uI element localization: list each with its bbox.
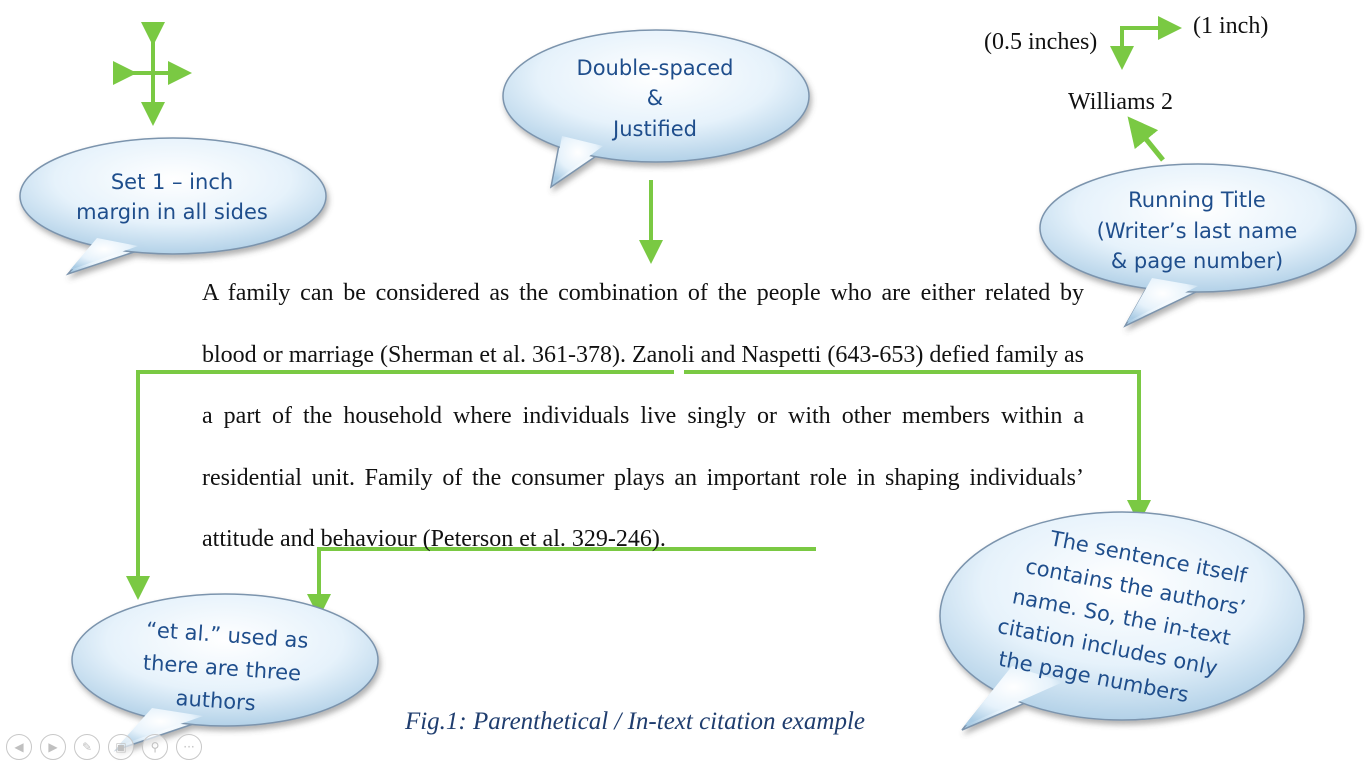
half-inch-label: (0.5 inches) <box>984 29 1097 55</box>
spacing-bubble-line-3: Justified <box>611 117 697 141</box>
margin-bubble <box>19 137 327 276</box>
sentence-connector <box>684 370 1151 524</box>
more-icon[interactable]: ··· <box>176 734 202 760</box>
running-head-text: Williams 2 <box>1068 89 1173 115</box>
margin-cross-icon <box>113 22 192 126</box>
et-al-line-3: authors <box>175 686 257 716</box>
pen-icon[interactable]: ✎ <box>74 734 100 760</box>
et-al-bubble <box>71 593 379 752</box>
running-title-bubble <box>1039 163 1357 328</box>
figure-caption: Fig.1: Parenthetical / In-text citation … <box>404 708 866 735</box>
et-al-connector-lower <box>307 547 816 618</box>
sentence-bubble <box>939 511 1305 731</box>
spacing-bubble-line-2: & <box>647 86 663 110</box>
one-inch-label: (1 inch) <box>1193 13 1268 39</box>
margin-bubble-line-1: Set 1 – inch <box>111 170 233 194</box>
margin-bubble-line-2: margin in all sides <box>76 200 268 224</box>
spacing-bubble-line-1: Double-spaced <box>577 56 734 80</box>
previous-slide-icon[interactable]: ◀ <box>6 734 32 760</box>
running-title-line-3: & page number) <box>1111 249 1283 273</box>
header-measure-icon <box>1110 16 1182 70</box>
running-title-line-2: (Writer’s last name <box>1097 219 1298 243</box>
et-al-connector-left <box>126 370 674 600</box>
zoom-icon[interactable]: ⚲ <box>142 734 168 760</box>
running-title-line-1: Running Title <box>1128 188 1266 212</box>
spacing-bubble <box>502 29 810 189</box>
slides-icon[interactable]: ▣ <box>108 734 134 760</box>
slideshow-toolbar: ◀ ▶ ✎ ▣ ⚲ ··· <box>6 734 202 760</box>
running-title-arrow <box>1127 116 1165 162</box>
next-slide-icon[interactable]: ▶ <box>40 734 66 760</box>
body-paragraph: A family can be considered as the combin… <box>202 280 1084 552</box>
